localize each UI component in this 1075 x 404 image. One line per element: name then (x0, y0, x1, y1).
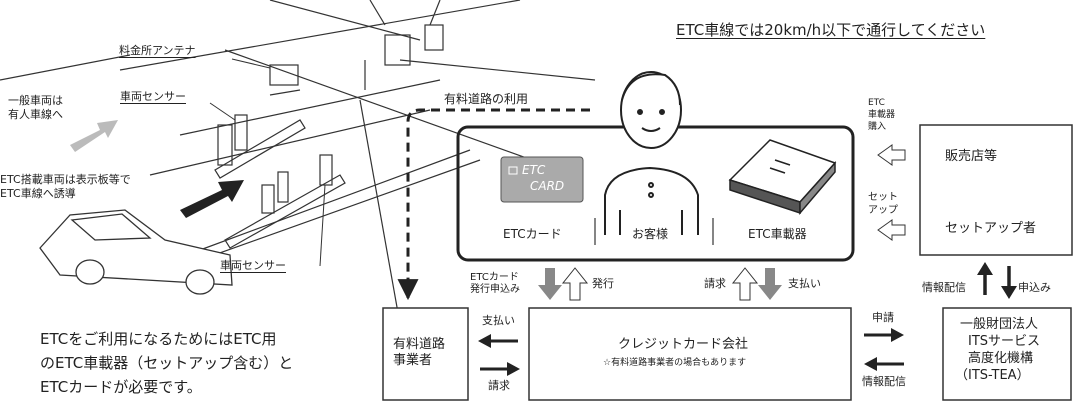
its-box (942, 307, 1072, 401)
apply-label: 申込み (1018, 281, 1051, 294)
card-text-etc: ETC (522, 163, 546, 177)
operator-pay-label: 支払い (482, 314, 515, 327)
setup-label-2: アップ (868, 205, 898, 216)
its-label-3: 高度化機構 (968, 351, 1034, 366)
general-vehicle-label-1: 一般車両は (8, 94, 63, 107)
bill-label: 請求 (704, 277, 726, 290)
etc-vehicle-label-1: ETC搭載車両は表示板等で (0, 173, 131, 186)
card-text-card: CARD (530, 179, 565, 193)
toll-road-use-label: 有料道路の利用 (444, 92, 529, 106)
its-label-4: （ITS-TEA） (955, 368, 1030, 383)
purchase-label-2: 車載器 (868, 110, 896, 120)
sensor-label-top: 車両センサー (120, 90, 186, 103)
customer-label: お客様 (632, 227, 669, 241)
request-label: 申請 (872, 311, 894, 324)
antenna-label: 料金所アンテナ (119, 44, 196, 57)
car-illustration (39, 209, 233, 295)
toll-operator-box (382, 307, 469, 401)
sensor-label-bottom: 車両センサー (220, 259, 286, 272)
card-apply-label-2: 発行申込み (470, 284, 520, 295)
card-apply-label-1: ETCカード (470, 272, 519, 283)
credit-company-title: クレジットカード会社 (618, 337, 749, 352)
footer-line-2: のETC車載器（セットアップ含む）と (40, 354, 294, 372)
purchase-label-3: 購入 (868, 122, 887, 132)
etc-device-label: ETC車載器 (748, 227, 807, 241)
setup-label-1: セット (868, 192, 898, 203)
shop-label: 販売店等 (945, 149, 998, 164)
etc-car-arrow (180, 180, 244, 218)
customer-person-illustration (604, 71, 699, 235)
general-car-arrow (70, 120, 118, 152)
footer-line-1: ETCをご利用になるためにはETC用 (40, 330, 277, 348)
etc-card-graphic (500, 156, 584, 203)
etc-device-graphic (728, 139, 837, 216)
toll-plaza-illustration (0, 0, 596, 381)
operator-label-2: 事業者 (393, 353, 433, 368)
issue-label: 発行 (592, 277, 614, 290)
info-apply-arrows (983, 266, 1011, 295)
purchase-label-1: ETC (868, 98, 885, 108)
pay-label: 支払い (788, 277, 821, 290)
info-dist-label: 情報配信 (922, 281, 966, 294)
setup-person-label: セットアップ者 (945, 221, 1037, 236)
etc-vehicle-label-2: ETC車線へ誘導 (0, 187, 76, 200)
shop-setup-box (919, 124, 1073, 256)
payment-flow-arrows (731, 267, 782, 301)
footer-line-3: ETCカードが必要です。 (40, 378, 202, 396)
its-label-1: 一般財団法人 (960, 317, 1039, 332)
setup-arrow (877, 219, 906, 241)
info-dist-label-2: 情報配信 (862, 375, 906, 388)
credit-company-note: ☆有料道路事業者の場合もあります (603, 358, 747, 368)
general-vehicle-label-2: 有人車線へ (8, 108, 63, 121)
toll-road-usage-path (397, 108, 590, 301)
purchase-arrow (877, 144, 906, 166)
credit-company-box (528, 307, 852, 401)
operator-bill-label: 請求 (488, 379, 510, 392)
its-label-2: ITSサービス (968, 334, 1041, 349)
etc-card-label: ETCカード (503, 227, 562, 241)
speed-notice: ETC車線では20km/h以下で通行してください (676, 21, 986, 39)
operator-label-1: 有料道路 (393, 337, 446, 352)
card-flow-arrows (538, 267, 589, 301)
